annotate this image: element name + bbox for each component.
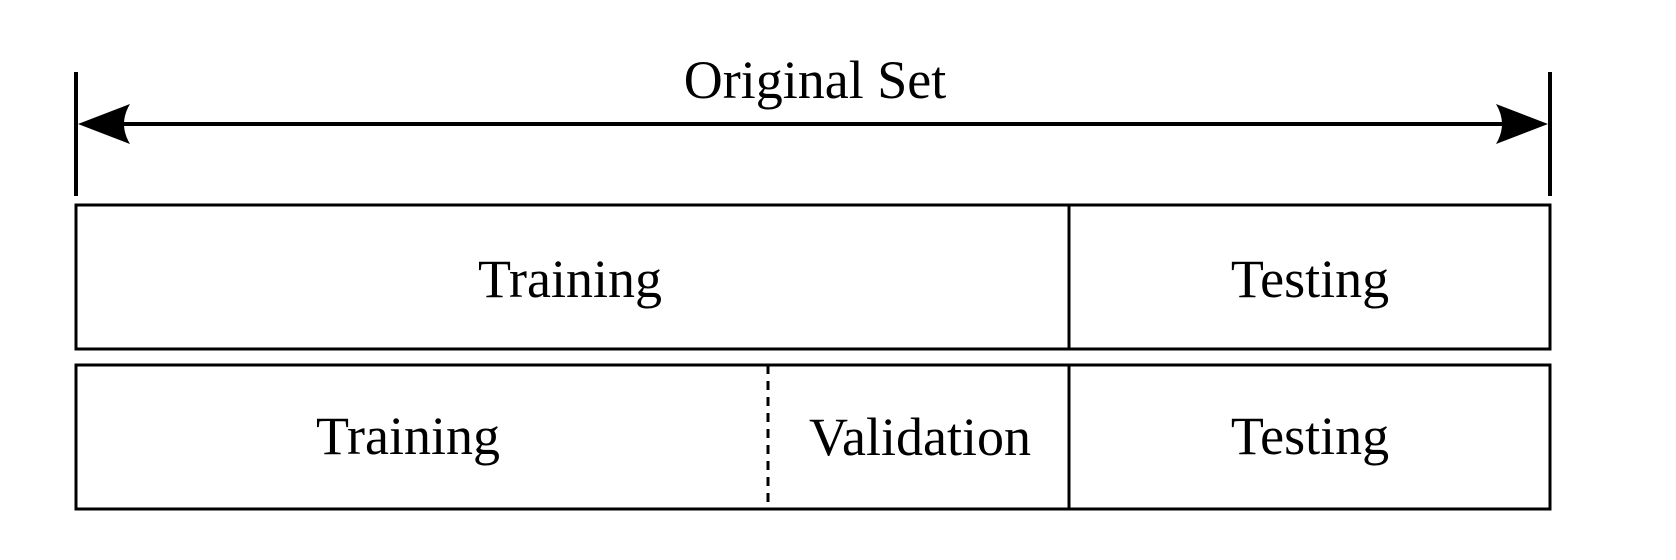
split-a-training-label: Training (478, 249, 662, 309)
split-b-validation-label: Validation (809, 407, 1031, 467)
split-b-testing-label: Testing (1231, 406, 1389, 466)
split-b-outline (74, 363, 1552, 511)
split-b-bar: Training Validation Testing (74, 363, 1552, 511)
left-arrowhead-icon (78, 104, 130, 144)
split-b-training-label: Training (316, 406, 500, 466)
right-arrowhead-icon (1496, 104, 1548, 144)
original-set-label: Original Set (684, 50, 946, 110)
split-a-testing-label: Testing (1231, 249, 1389, 309)
original-set-span: Original Set (74, 50, 1552, 196)
split-a-outline (74, 203, 1552, 351)
split-a-bar: Training Testing (74, 203, 1552, 351)
